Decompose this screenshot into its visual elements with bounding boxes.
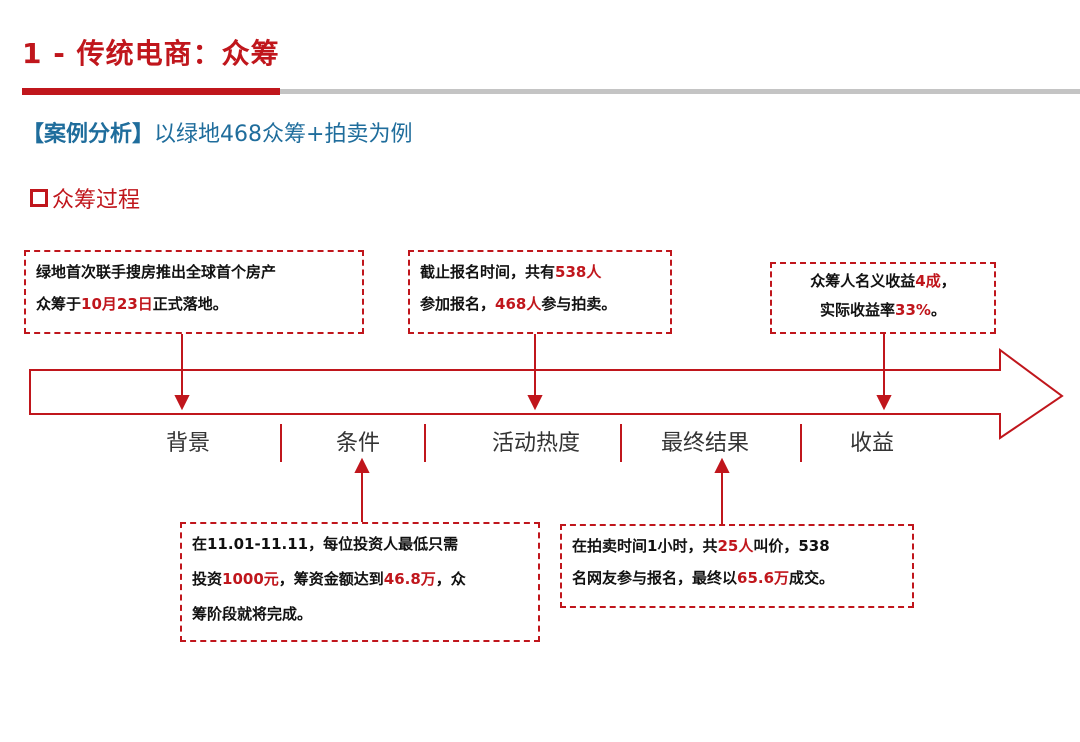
arrow-revenue-head	[876, 395, 892, 411]
process-label: 众筹过程	[52, 188, 141, 213]
note-line: 参加报名，468人参与拍卖。	[420, 295, 617, 313]
note-line: 在11.01-11.11，每位投资人最低只需	[192, 535, 459, 553]
arrow-heat-head	[527, 395, 543, 411]
note-line: 筹阶段就将完成。	[192, 605, 313, 623]
title-rule-gray	[280, 89, 1080, 94]
note-line: 众筹于10月23日正式落地。	[36, 295, 228, 313]
title-rule-red	[22, 88, 280, 95]
note-heat: 截止报名时间，共有538人 参加报名，468人参与拍卖。	[408, 250, 672, 334]
note-revenue: 众筹人名义收益4成， 实际收益率33%。	[770, 262, 996, 334]
timeline-arrow	[29, 348, 1064, 440]
case-heading: 【案例分析】以绿地468众筹+拍卖为例	[22, 116, 412, 148]
stage-background: 背景	[165, 431, 210, 456]
note-line: 绿地首次联手搜房推出全球首个房产	[36, 263, 277, 281]
page-title: 1 - 传统电商：众筹	[22, 37, 280, 70]
process-heading: 众筹过程	[30, 182, 140, 214]
note-line: 名网友参与报名，最终以65.6万成交。	[572, 569, 835, 587]
stage-result: 最终结果	[660, 431, 749, 456]
note-line: 众筹人名义收益4成，	[810, 272, 956, 290]
case-tag: 【案例分析】	[22, 122, 155, 147]
stage-separator	[424, 424, 426, 462]
arrow-background-head	[174, 395, 190, 411]
note-result: 在拍卖时间1小时，共25人叫价，538 名网友参与报名，最终以65.6万成交。	[560, 524, 914, 608]
stage-separator	[280, 424, 282, 462]
arrow-condition-head	[354, 457, 370, 473]
case-text: 以绿地468众筹+拍卖为例	[154, 122, 413, 147]
note-line: 实际收益率33%。	[820, 301, 946, 319]
stage-revenue: 收益	[849, 431, 894, 456]
note-line: 投资1000元，筹资金额达到46.8万，众	[192, 570, 466, 588]
stage-separator	[800, 424, 802, 462]
note-line: 截止报名时间，共有538人	[420, 263, 602, 281]
stage-condition: 条件	[335, 431, 380, 456]
note-background: 绿地首次联手搜房推出全球首个房产 众筹于10月23日正式落地。	[24, 250, 364, 334]
note-line: 在拍卖时间1小时，共25人叫价，538	[572, 537, 830, 555]
note-condition: 在11.01-11.11，每位投资人最低只需 投资1000元，筹资金额达到46.…	[180, 522, 540, 642]
square-bullet-icon	[30, 189, 48, 207]
stage-separator	[620, 424, 622, 462]
arrow-result-head	[714, 457, 730, 473]
stage-heat: 活动热度	[491, 431, 580, 456]
